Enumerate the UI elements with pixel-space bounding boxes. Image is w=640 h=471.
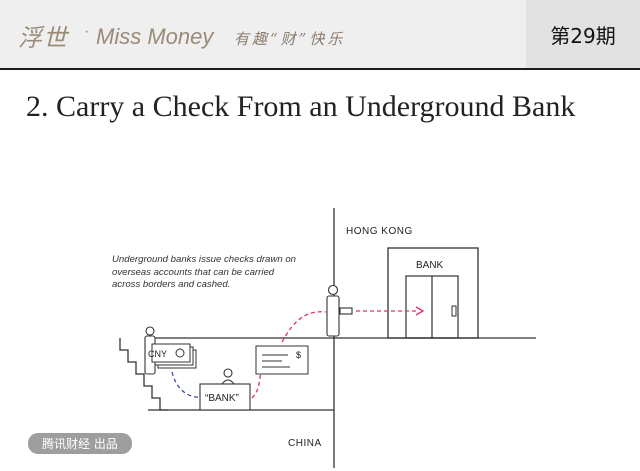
cash-stack-icon	[151, 343, 197, 369]
cash-transfer-path	[171, 371, 219, 398]
brand-tagline: 有趣“财”快乐	[234, 30, 346, 48]
publisher-badge: 腾讯财经 出品	[28, 433, 132, 454]
bank-building-icon	[387, 247, 479, 339]
brand-logo: 浮世	[18, 24, 68, 52]
courier-person-icon	[326, 284, 353, 337]
check-dollar-sign: $	[296, 350, 301, 360]
issue-number: 第29期	[550, 23, 616, 48]
stairs	[119, 338, 168, 411]
underground-bank-desk	[199, 383, 251, 411]
diagram-note: Underground banks issue checks drawn on …	[112, 254, 296, 291]
check-carry-path	[281, 311, 327, 343]
arrow-head-icon	[415, 306, 425, 316]
cash-label: CNY	[148, 349, 167, 359]
brand-separator: ·	[84, 23, 90, 40]
underground-bank-clerk-icon	[220, 368, 236, 385]
underground-bank-label: “BANK”	[205, 393, 239, 404]
header-bar: 浮世 · Miss Money 有趣“财”快乐 第29期	[0, 0, 640, 70]
section-title: 2. Carry a Check From an Underground Ban…	[26, 90, 576, 123]
region-china: CHINA	[288, 438, 322, 449]
brand-subtitle: Miss Money	[96, 24, 214, 49]
check-issue-path	[251, 371, 263, 399]
region-hong-kong: HONG KONG	[346, 226, 413, 237]
issue-box: 第29期	[526, 0, 640, 68]
bank-building-label: BANK	[416, 260, 444, 271]
check-icon	[255, 345, 309, 375]
